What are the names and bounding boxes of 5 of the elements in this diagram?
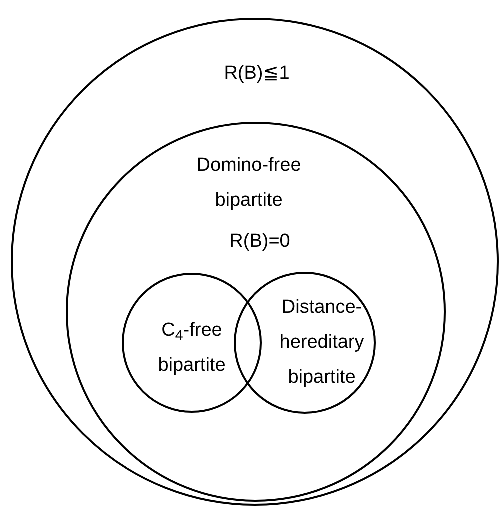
set-label: Domino-free bipartite	[196, 154, 302, 213]
set-label: Distance-hereditary bipartite	[278, 296, 366, 390]
set-label: R(B)≦1	[223, 62, 291, 86]
set-label: R(B)=0	[228, 230, 292, 254]
set-label: C$_{4}$-free bipartite	[157, 319, 227, 378]
